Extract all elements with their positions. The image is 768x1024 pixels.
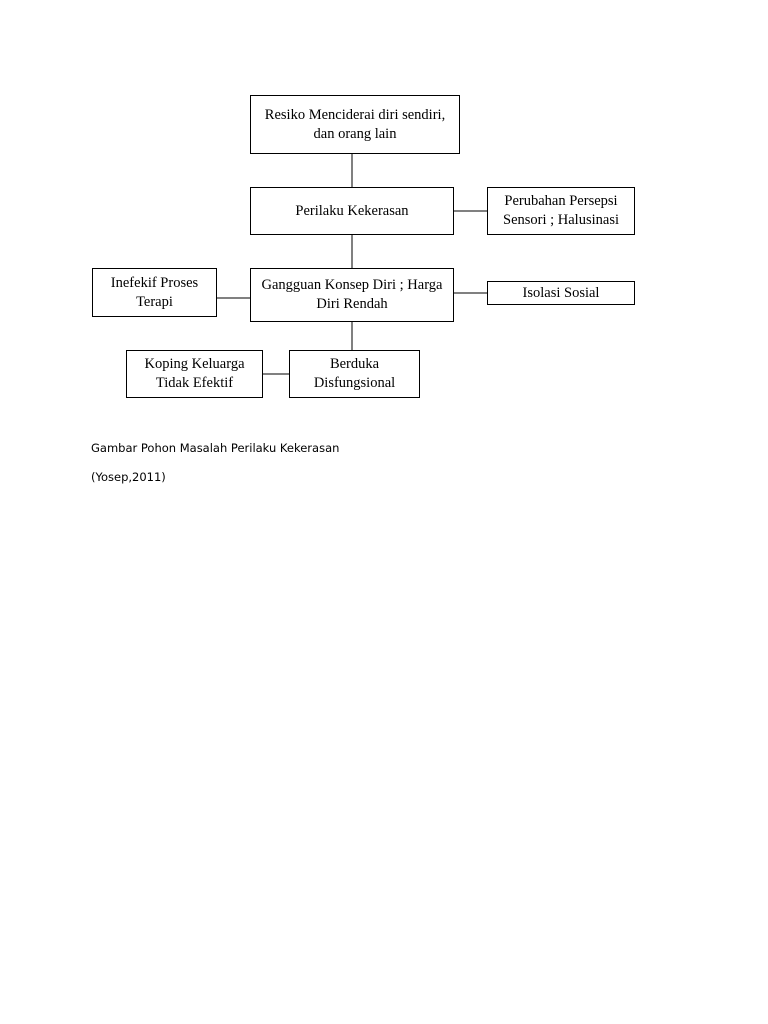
node-koping-line-1: Koping Keluarga [144, 356, 245, 372]
node-gangguan-konsep-diri: Gangguan Konsep Diri ; Harga Diri Rendah [250, 268, 454, 322]
node-berduka-line-1: Berduka [329, 356, 380, 372]
node-perilaku-line-1: Perilaku Kekerasan [295, 202, 409, 219]
node-inefekif-line-1: Inefekif Proses [110, 274, 199, 291]
node-perubahan-persepsi: Perubahan Persepsi Sensori ; Halusinasi [487, 187, 635, 235]
node-resiko-menciderai: Resiko Menciderai diri sendiri, dan oran… [250, 95, 460, 154]
node-inefekif-proses-terapi: Inefekif Proses Terapi [92, 268, 217, 317]
node-gangguan-line-1: Gangguan Konsep Diri ; Harga [261, 277, 443, 293]
node-isolasi-line-1: Isolasi Sosial [522, 284, 600, 301]
node-inefekif-line-2: Terapi [136, 293, 173, 310]
node-koping-line-2: Tidak Efektif [155, 375, 234, 391]
node-gangguan-line-2: Diri Rendah [316, 296, 388, 312]
node-perilaku-kekerasan: Perilaku Kekerasan [250, 187, 454, 235]
node-perubahan-line-2: Sensori ; Halusinasi [503, 212, 619, 228]
node-berduka-disfungsional: Berduka Disfungsional [289, 350, 420, 398]
node-koping-keluarga: Koping Keluarga Tidak Efektif [126, 350, 263, 398]
node-resiko-line-2: dan orang lain [313, 125, 397, 142]
figure-caption-source: (Yosep,2011) [91, 470, 166, 484]
node-isolasi-sosial: Isolasi Sosial [487, 281, 635, 305]
node-resiko-line-1: Resiko Menciderai diri sendiri, [264, 106, 446, 123]
figure-caption-title: Gambar Pohon Masalah Perilaku Kekerasan [91, 441, 340, 455]
node-perubahan-line-1: Perubahan Persepsi [504, 193, 618, 209]
node-berduka-line-2: Disfungsional [313, 375, 396, 391]
